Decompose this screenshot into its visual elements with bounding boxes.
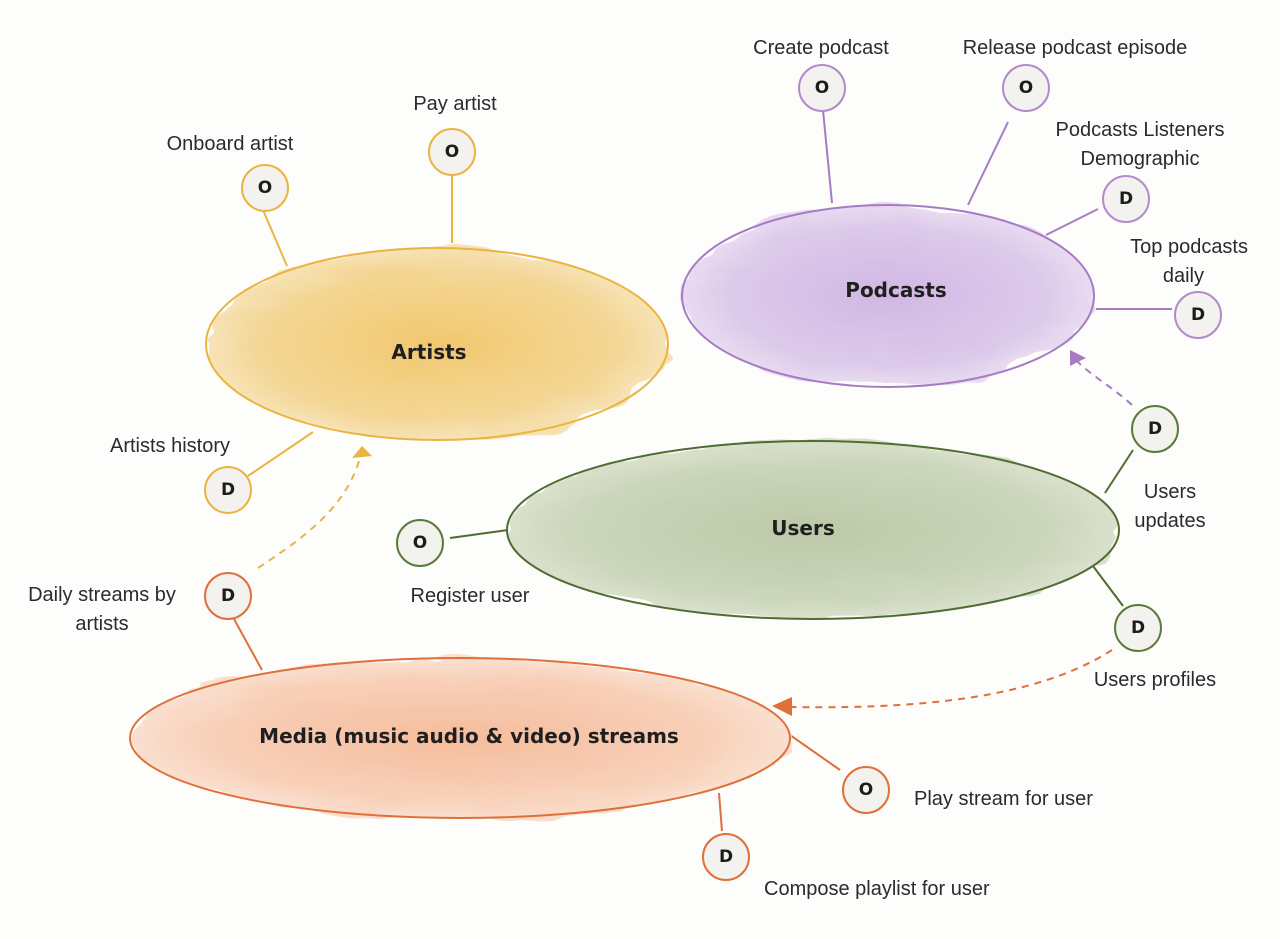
users-title: Users	[771, 516, 835, 540]
release-episode-node[interactable]: O	[1002, 64, 1050, 112]
connector-create-podcast	[822, 109, 833, 204]
dependency-arrows	[257, 359, 1133, 709]
pay-artist-node[interactable]: O	[428, 128, 476, 176]
connector-play-stream	[789, 734, 841, 771]
daily-streams-node[interactable]: D	[204, 572, 252, 620]
podcasts-demographic-label-line1: Podcasts Listeners	[1055, 119, 1225, 141]
media-title: Media (music audio & video) streams	[259, 724, 679, 748]
users-updates-label-line1: Users	[1143, 481, 1197, 503]
podcasts-demographic-node[interactable]: D	[1102, 175, 1150, 223]
arrowhead-artists	[352, 446, 372, 458]
users-profiles-node[interactable]: D	[1114, 604, 1162, 652]
daily-streams-label-line1: Daily streams by	[28, 584, 176, 606]
artists-ellipse	[205, 247, 669, 441]
podcasts-demographic-label-line2: Demographic	[1080, 148, 1200, 170]
daily-streams-label-line2: artists	[75, 613, 129, 635]
users-updates-node[interactable]: D	[1131, 405, 1179, 453]
arrowhead-media	[772, 697, 792, 716]
onboard-artist-node[interactable]: O	[241, 164, 289, 212]
pay-artist-label: Pay artist	[413, 93, 497, 115]
artists-history-label: Artists history	[109, 435, 231, 457]
top-podcasts-node[interactable]: D	[1174, 291, 1222, 339]
connectors	[233, 109, 1172, 832]
create-podcast-node[interactable]: O	[798, 64, 846, 112]
media-ellipse	[129, 657, 791, 819]
top-podcasts-label-line1: Top podcasts	[1130, 236, 1248, 258]
artists-history-node[interactable]: D	[204, 466, 252, 514]
connector-users-profiles	[1092, 565, 1124, 607]
connector-artists-history	[247, 431, 314, 477]
compose-playlist-node[interactable]: D	[702, 833, 750, 881]
connector-users-updates	[1104, 449, 1134, 494]
release-episode-label: Release podcast episode	[962, 37, 1188, 59]
users-profiles-label: Users profiles	[1093, 669, 1217, 691]
register-user-node[interactable]: O	[396, 519, 444, 567]
arrowhead-podcasts	[1070, 350, 1086, 366]
connector-compose-playlist	[718, 792, 723, 832]
create-podcast-label: Create podcast	[753, 37, 889, 59]
users-ellipse	[506, 440, 1120, 620]
play-stream-label: Play stream for user	[914, 788, 1093, 810]
top-podcasts-label-line2: daily	[1162, 265, 1204, 287]
arrow-heads	[352, 350, 1086, 716]
register-user-label: Register user	[410, 585, 530, 607]
compose-playlist-label: Compose playlist for user	[764, 878, 990, 900]
connector-podcasts-demographic	[1045, 208, 1099, 236]
arrow-users-profiles-to-media	[789, 649, 1113, 709]
onboard-artist-label: Onboard artist	[166, 133, 294, 155]
connector-daily-streams	[233, 618, 263, 671]
connector-register-user	[449, 529, 509, 539]
podcasts-title: Podcasts	[845, 278, 947, 302]
artists-title: Artists	[391, 340, 467, 364]
arrow-daily-streams-to-artists	[257, 457, 361, 569]
play-stream-node[interactable]: O	[842, 766, 890, 814]
connector-release-episode	[967, 121, 1009, 206]
podcasts-ellipse	[681, 204, 1095, 388]
connector-onboard-artist	[262, 209, 288, 267]
users-updates-label-line2: updates	[1134, 510, 1206, 532]
arrow-users-updates-to-podcasts	[1075, 359, 1133, 406]
